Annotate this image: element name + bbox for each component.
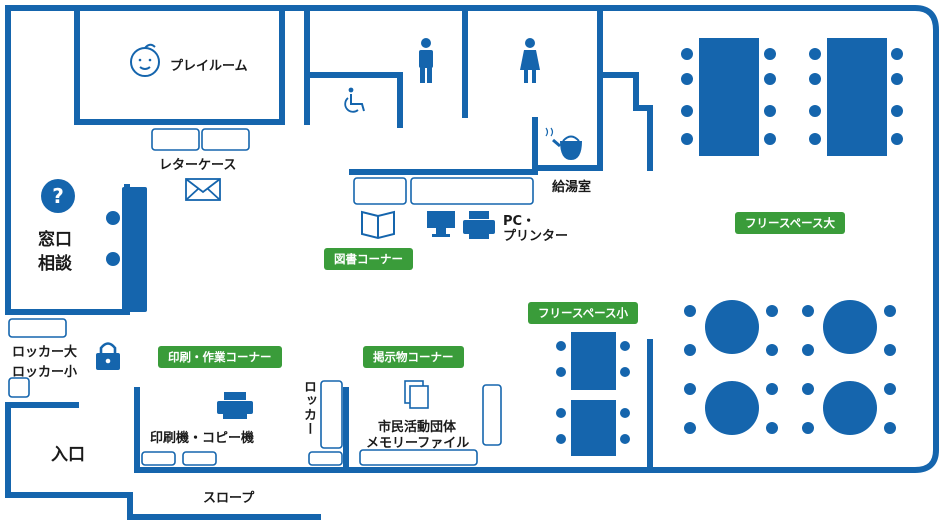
free-space-small-chairs [556, 341, 630, 444]
entrance-label: 入口 [51, 445, 85, 465]
locker-large-label: ロッカー大 [12, 345, 78, 360]
copier-label: 印刷機・コピー機 [150, 431, 255, 446]
consult-seats [106, 211, 120, 266]
pc-label-line1: PC・ [503, 214, 536, 229]
woman-icon [520, 38, 540, 83]
letter-case-label: レターケース [159, 158, 237, 173]
consult-label-line2: 相談 [38, 254, 72, 274]
free-space-large-badge: フリースペース大 [735, 212, 846, 234]
envelope-icon [185, 178, 221, 201]
memory-file-label-line2: メモリーファイル [366, 436, 470, 451]
printer-icon [463, 211, 495, 239]
counter-slab [122, 187, 147, 312]
memory-file-label-line1: 市民活動団体 [378, 420, 457, 435]
free-space-small-tables [571, 332, 616, 456]
round-tables [684, 300, 896, 435]
question-icon: ? [41, 179, 75, 213]
svg-text:?: ? [52, 184, 64, 208]
library-corner-badge: 図書コーナー [324, 248, 413, 270]
documents-icon [404, 380, 429, 409]
print-work-corner-badge: 印刷・作業コーナー [158, 346, 282, 368]
play-room-label: プレイルーム [170, 59, 248, 74]
book-icon [361, 210, 395, 240]
locker-vertical-label: ロッカー [301, 380, 316, 436]
baby-icon [130, 43, 160, 77]
copier-icon [217, 392, 253, 419]
slope-label: スロープ [203, 491, 255, 506]
kitchenette-label: 給湯室 [552, 180, 592, 195]
outlined-furniture [8, 128, 534, 466]
kettle-icon [545, 127, 582, 160]
locker-small-label: ロッカー小 [12, 365, 78, 380]
free-space-small-badge: フリースペース小 [528, 302, 639, 324]
free-space-large-tables [699, 38, 887, 156]
bulletin-corner-badge: 掲示物コーナー [363, 346, 464, 368]
free-space-large-chairs [681, 48, 903, 145]
pc-label-line2: プリンター [503, 229, 569, 244]
lock-icon [96, 342, 120, 370]
walls [5, 5, 939, 520]
monitor-icon [427, 211, 455, 237]
man-icon [419, 38, 433, 83]
wheelchair-icon [344, 87, 365, 113]
consult-label-line1: 窓口 [38, 230, 72, 250]
